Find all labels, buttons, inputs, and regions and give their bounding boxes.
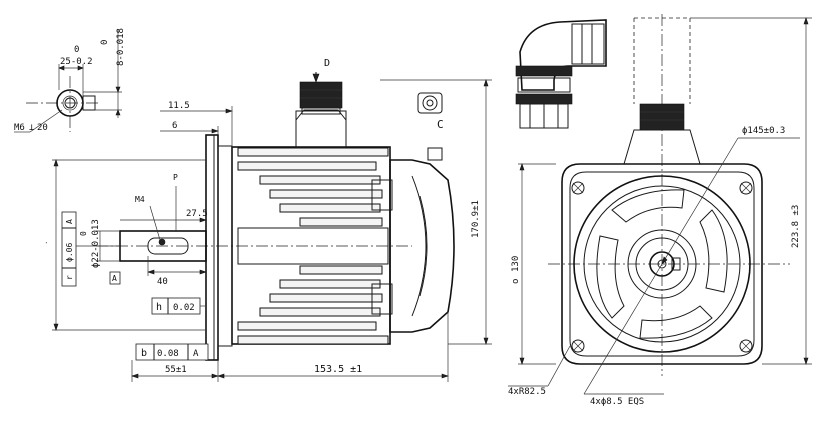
encoder-cover (389, 159, 455, 333)
front-flange (561, 163, 763, 365)
side-view: D C 11.5 6 27.5 M4 P 40 0 ϕ22-0.0 (45, 58, 492, 382)
front-connector (639, 103, 685, 131)
dim-27-5: 27.5 (186, 209, 208, 219)
view-label-d: D (324, 58, 330, 69)
perp-frame: b 0.08 A (135, 343, 209, 361)
datum-a: A (112, 274, 117, 283)
flange-thk: 55±1 (165, 365, 187, 375)
flange (205, 134, 219, 361)
bolt-holes (571, 181, 753, 353)
body-length: 153.5 ±1 (314, 364, 362, 375)
spigot: 130 (511, 256, 521, 272)
end-width-tol: 0 (74, 45, 79, 55)
end-keyway-val: 8-0.018 (116, 28, 126, 66)
overall-height: 223.8 ±3 (791, 205, 801, 248)
front-view: ϕ145±0.3 o 130 223.8 ±3 4xR82.5 4xϕ8.5 E… (508, 14, 812, 407)
corner-radius: 4xR82.5 (508, 387, 546, 397)
c-connector (417, 92, 443, 114)
end-thread-depth-symbol: ⊥ (29, 123, 35, 133)
end-thread-depth: 20 (37, 123, 48, 133)
bolt-circle: ϕ145±0.3 (742, 126, 785, 136)
view-label-c: C (437, 118, 444, 131)
runout-sym: r (65, 275, 74, 280)
flatness-val: 0.02 (173, 303, 195, 313)
perp-val: 0.08 (157, 349, 179, 359)
shaft-dia: ϕ22-0.013 (91, 219, 101, 268)
top-connector (295, 72, 347, 148)
perp-ref: A (193, 349, 199, 359)
flatness-frame: h 0.02 (151, 297, 206, 315)
body-height: 170.9±1 (471, 200, 481, 238)
dim-6: 6 (172, 121, 177, 131)
end-thread: M6 (14, 123, 25, 133)
perp-sym: b (141, 348, 147, 359)
label-m4: M4 (135, 195, 145, 204)
end-keyway-tol: 0 (100, 40, 110, 45)
cooling-fins (237, 147, 389, 345)
elbow-connector (515, 19, 607, 129)
runout-val: ϕ.06 (65, 243, 74, 262)
shaft-key (147, 237, 189, 255)
m4-hole (158, 238, 166, 246)
label-p: P (173, 173, 178, 182)
shaft-end-detail: 0 25-0.2 0 8-0.018 M6 ⊥ 20 (14, 28, 126, 133)
runout-frame: A ϕ.06 r (61, 211, 120, 287)
end-width-val: 25-0.2 (60, 57, 93, 67)
datum-a-box (109, 271, 121, 285)
holes-spec: 4xϕ8.5 EQS (590, 397, 644, 407)
dim-11-5: 11.5 (168, 101, 190, 111)
dim-40: 40 (157, 277, 168, 287)
runout-dim-mark: ᐧ (45, 239, 47, 249)
shaft-dia-tol: 0 (79, 231, 88, 236)
runout-ref: A (65, 219, 74, 224)
flatness-sym: h (156, 302, 162, 313)
spigot-prefix: o (511, 279, 521, 284)
